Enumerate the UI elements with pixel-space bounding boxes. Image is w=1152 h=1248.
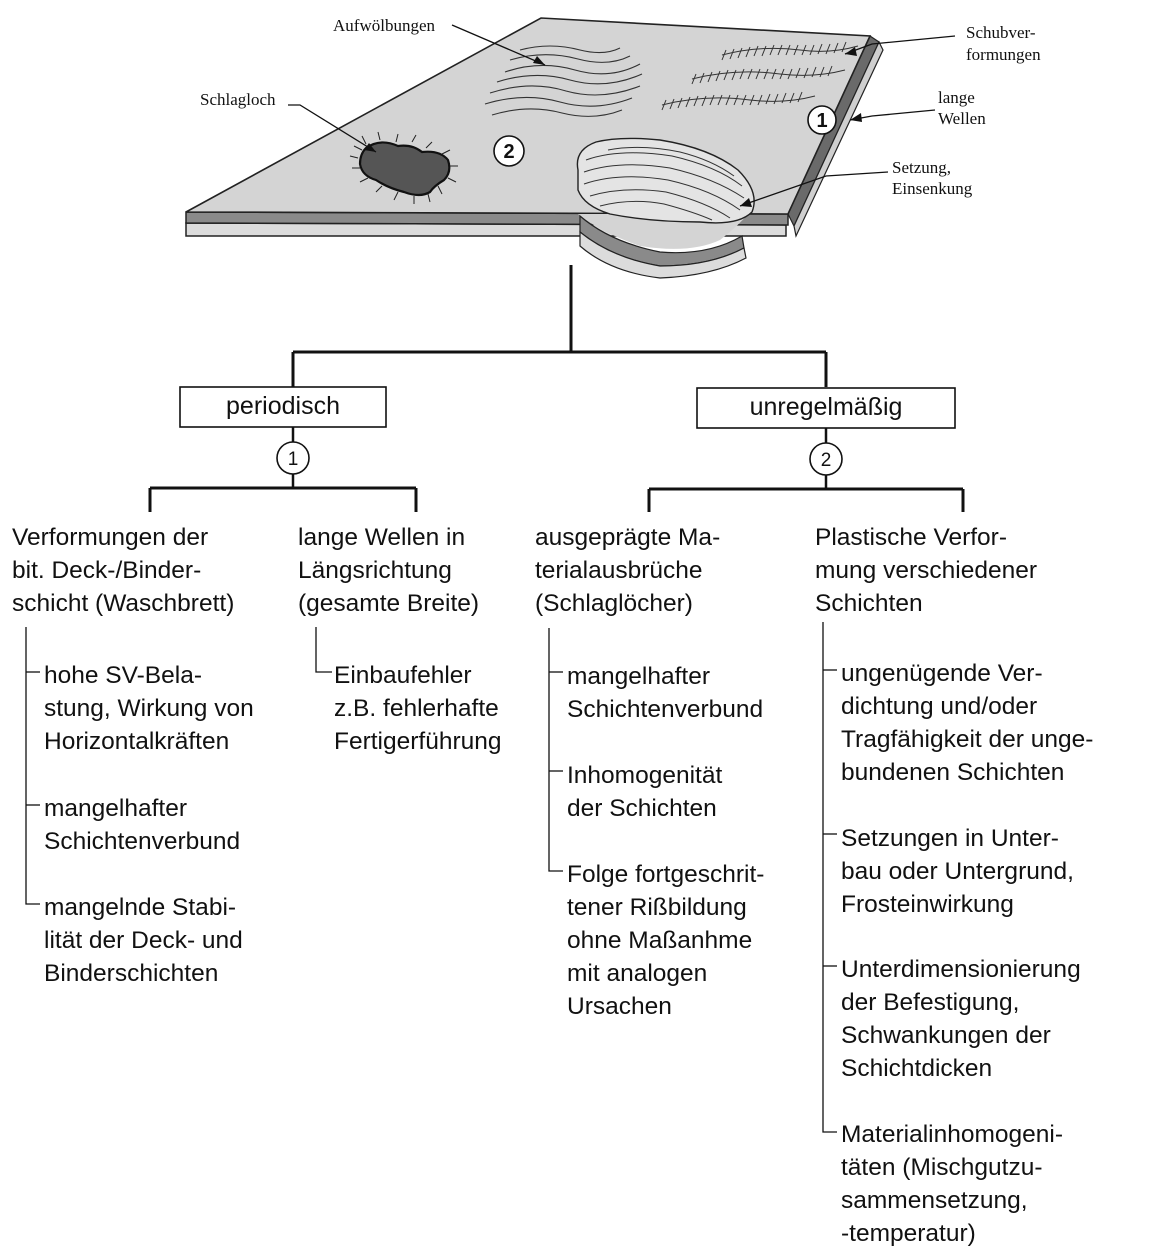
heading-schlagloecher: ausgeprägte Ma- terialausbrüche (Schlagl… (535, 524, 721, 617)
cause-2-1: Einbaufehler z.B. fehlerhafte Fertigerfü… (334, 662, 502, 755)
box-unregelmaessig (696, 387, 956, 429)
box-periodisch (179, 386, 387, 428)
label-periodisch: periodisch (226, 392, 340, 420)
setzung-patch (576, 137, 755, 224)
label-setzung-line1: Setzung, (892, 158, 951, 177)
label-setzung-line2: Einsenkung (892, 179, 973, 198)
slab-marker-1-circle (807, 105, 837, 135)
cause-4-4: Materialinhomogeni- täten (Mischgutzu- s… (841, 1121, 1063, 1247)
cause-brackets (25, 622, 837, 1133)
heading-plastische-verformung: Plastische Verfor- mung verschiedener Sc… (815, 524, 1037, 617)
label-lange-wellen-line2: Wellen (938, 109, 986, 128)
tree-connectors (148, 265, 965, 512)
cause-4-1: ungenügende Ver- dichtung und/oder Tragf… (841, 660, 1094, 786)
cause-4-3: Unterdimensionierung der Befestigung, Sc… (841, 956, 1081, 1082)
cause-1-3: mangelnde Stabi- lität der Deck- und Bin… (44, 894, 243, 987)
label-schlagloch: Schlagloch (200, 90, 276, 109)
marker-1: 1 (288, 449, 299, 470)
cause-1-1: hohe SV-Bela- stung, Wirkung von Horizon… (44, 662, 254, 755)
label-schubverformungen-line1: Schubver- (966, 23, 1036, 42)
schlagloch-pothole (349, 131, 458, 204)
settlement-cut (578, 214, 748, 279)
road-slab-illustration: 2 1 Aufwölbungen Schubver- formungen Sch… (185, 16, 1041, 279)
cause-3-2: Inhomogenität der Schichten (567, 762, 723, 822)
slab-marker-2: 2 (503, 141, 514, 163)
label-aufwoelbungen: Aufwölbungen (333, 16, 435, 35)
aufwoelbungen-waves (484, 45, 643, 117)
slab-right-side-light (793, 40, 884, 238)
schubverformungen-rows (661, 41, 859, 111)
label-unregelmaessig: unregelmäßig (749, 393, 903, 421)
marker-1-circle (276, 441, 310, 475)
slab-top-surface (185, 17, 872, 215)
label-lange-wellen-line1: lange (938, 88, 975, 107)
slab-marker-1: 1 (816, 110, 827, 132)
cause-4-2: Setzungen in Unter- bau oder Untergrund,… (841, 825, 1074, 918)
marker-2: 2 (821, 450, 832, 471)
cause-3-3: Folge fortgeschrit- tener Rißbildung ohn… (567, 861, 765, 1020)
label-schubverformungen-line2: formungen (966, 45, 1041, 64)
cause-3-1: mangelhafter Schichtenverbund (567, 663, 764, 723)
heading-lange-wellen: lange Wellen in Längsrichtung (gesamte B… (298, 524, 480, 617)
heading-waschbrett: Verformungen der bit. Deck-/Binder- schi… (12, 524, 235, 617)
cause-1-2: mangelhafter Schichtenverbund (44, 795, 241, 855)
slab-marker-2-circle (493, 135, 525, 167)
marker-2-circle (809, 442, 843, 476)
